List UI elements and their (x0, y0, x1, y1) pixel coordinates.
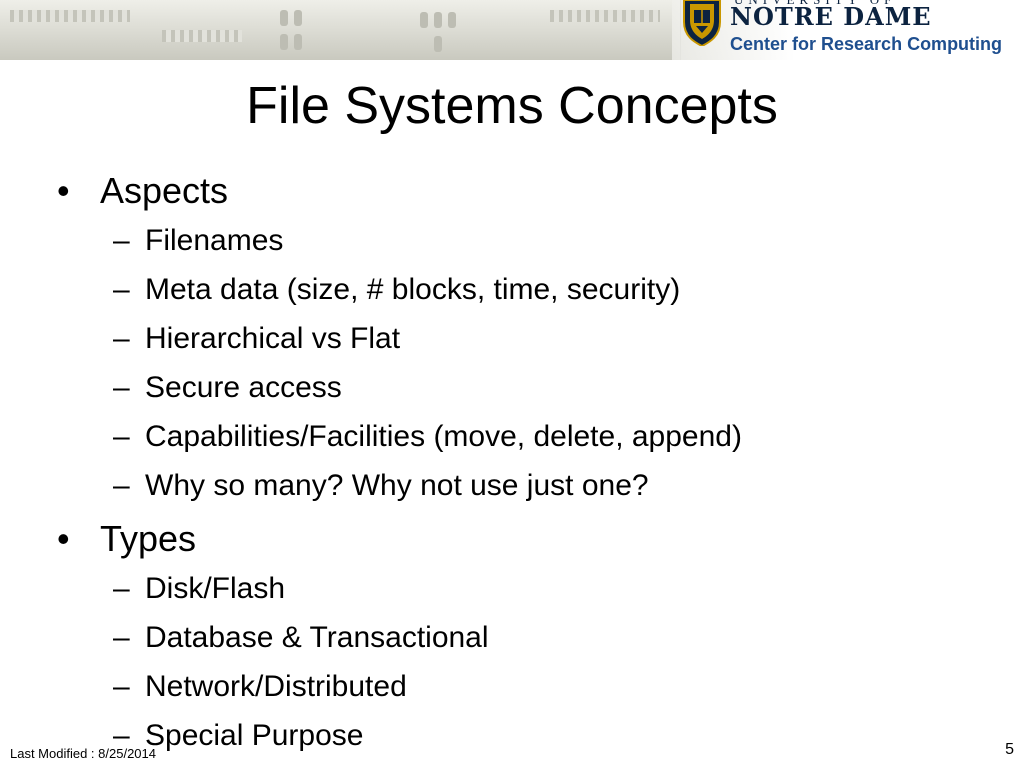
sub-bullet-text: Hierarchical vs Flat (145, 322, 401, 355)
server-slots (10, 10, 130, 22)
bullet-marker: • (57, 518, 70, 559)
server-vent (280, 10, 288, 26)
sub-bullet: – Capabilities/Facilities (move, delete,… (0, 412, 1024, 461)
sub-bullet-marker: – (113, 719, 130, 752)
bullet-text: Types (100, 518, 197, 559)
server-panel (540, 0, 681, 60)
sub-bullet: – Hierarchical vs Flat (0, 314, 1024, 363)
server-slots (162, 30, 242, 42)
bullet-types: • Types (0, 514, 1024, 564)
sub-bullet: – Disk/Flash (0, 564, 1024, 613)
server-panel (0, 0, 151, 60)
server-panel (150, 0, 261, 60)
sub-bullet-marker: – (113, 572, 130, 605)
logo-crc-subtitle: Center for Research Computing (730, 34, 1003, 54)
sub-bullet-marker: – (113, 469, 130, 502)
sub-bullet: – Secure access (0, 363, 1024, 412)
server-vent (294, 34, 302, 50)
sub-bullet-marker: – (113, 224, 130, 257)
slide-title: File Systems Concepts (246, 77, 778, 135)
header-banner: UNIVERSITY OF NOTRE DAME Center for Rese… (0, 0, 1024, 60)
sub-bullet: – Meta data (size, # blocks, time, secur… (0, 265, 1024, 314)
sub-bullet-text: Special Purpose (145, 719, 364, 752)
server-panel (390, 0, 541, 60)
sub-bullet-text: Secure access (145, 371, 342, 404)
server-vent (448, 12, 456, 28)
sub-bullet-text: Disk/Flash (145, 572, 286, 605)
sub-bullet-text: Meta data (size, # blocks, time, securit… (145, 273, 681, 306)
slide-content: • Aspects – Filenames – Meta data (size,… (0, 166, 1024, 760)
sub-bullet-marker: – (113, 371, 130, 404)
slide-number: 5 (1005, 741, 1014, 758)
server-vent (420, 12, 428, 28)
logo-notre-dame: NOTRE DAME (730, 2, 932, 31)
footer-last-modified: Last Modified : 8/25/2014 (10, 746, 156, 761)
logo-university-of: UNIVERSITY OF (734, 0, 896, 8)
sub-bullet-marker: – (113, 322, 130, 355)
sub-bullet-marker: – (113, 670, 130, 703)
notre-dame-logo: UNIVERSITY OF NOTRE DAME Center for Rese… (672, 0, 1024, 60)
sub-bullet-text: Filenames (145, 224, 284, 257)
bullet-marker: • (57, 170, 70, 211)
server-vent (434, 36, 442, 52)
sub-bullet-marker: – (113, 420, 130, 453)
server-slots (550, 10, 660, 22)
server-vent (434, 12, 442, 28)
bullet-aspects: • Aspects (0, 166, 1024, 216)
sub-bullet-marker: – (113, 621, 130, 654)
server-vent (294, 10, 302, 26)
university-seal-icon (683, 0, 721, 46)
sub-bullet: – Why so many? Why not use just one? (0, 461, 1024, 510)
sub-bullet-text: Database & Transactional (145, 621, 489, 654)
sub-bullet: – Network/Distributed (0, 662, 1024, 711)
server-vent (280, 34, 288, 50)
server-panel (260, 0, 391, 60)
sub-bullet-marker: – (113, 273, 130, 306)
sub-bullet-text: Why so many? Why not use just one? (145, 469, 649, 502)
sub-bullet-text: Network/Distributed (145, 670, 407, 703)
sub-bullet: – Filenames (0, 216, 1024, 265)
sub-bullet: – Special Purpose (0, 711, 1024, 760)
sub-bullet-text: Capabilities/Facilities (move, delete, a… (145, 420, 742, 453)
sub-bullet: – Database & Transactional (0, 613, 1024, 662)
bullet-text: Aspects (100, 170, 229, 211)
